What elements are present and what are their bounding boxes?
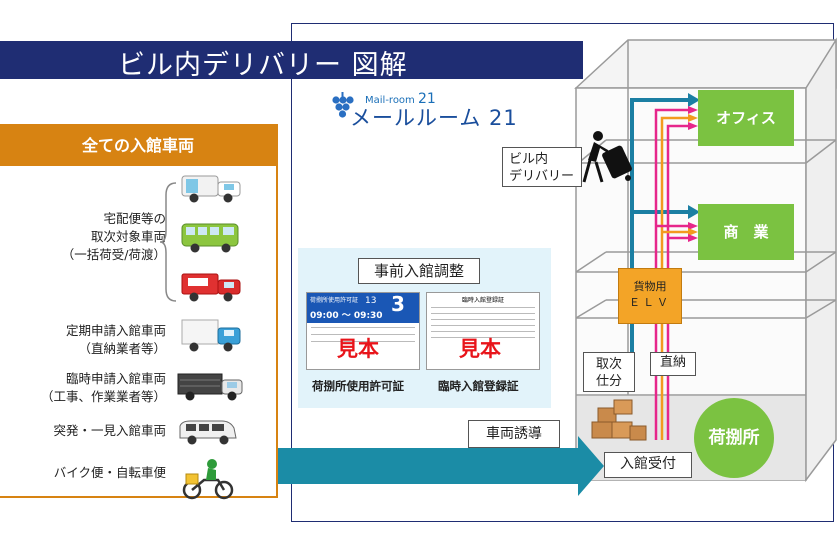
green-van-icon [181,223,239,253]
white-truck-icon [181,175,241,203]
temporary-entry-document: 臨時入館登録証 見本 [426,292,540,370]
vehicles-panel-header: 全ての入館車両 [0,126,276,166]
logo-main-text: メールルーム 21 [350,106,518,130]
vehicle-group-label-delivery: 宅配便等の 取次対象車両 （一括荷受/荷渡） [61,211,166,262]
in-building-delivery-label: ビル内 デリバリー [502,147,582,187]
entry-reception-label: 入館受付 [604,452,692,478]
minivan-icon [179,420,237,445]
vehicle-group-label-regular: 定期申請入館車両 （直納業者等） [65,323,166,356]
logo-small-text: Mail-room 21 [365,91,436,107]
cardboard-boxes-icon [591,399,647,441]
direct-delivery-label: 直納 [650,352,696,376]
freight-elevator: 貨物用 ＥＬＶ [618,268,682,324]
brace-icon [159,182,177,302]
relay-sorting-label: 取次 仕分 [583,352,635,392]
grape-logo-icon [332,92,354,118]
vehicle-guidance-arrow [278,436,604,496]
vehicle-group-label-sudden: 突発・一見入館車両 [53,423,166,438]
sample-stamp-1: 見本 [337,337,379,361]
sample-stamp-2: 見本 [459,337,501,361]
red-truck-icon [181,273,241,302]
motorbike-icon [182,459,234,500]
vehicle-guidance-label: 車両誘導 [468,420,560,448]
office-box: オフィス [698,90,794,146]
vehicle-group-label-temporary: 臨時申請入館車両 （工事、作業業者等） [40,371,166,404]
commerce-box: 商 業 [698,204,794,260]
page-title: ビル内デリバリー 図解 [118,50,408,81]
box-truck-icon [177,373,243,401]
pre-entry-adjustment-panel: 事前入館調整 荷捌所使用許可証 13 3 09:00 〜 09:30 見本 荷捌… [298,248,551,408]
pre-entry-adjustment-heading: 事前入館調整 [358,258,480,284]
delivery-person-icon [582,131,632,183]
unloading-area-circle: 荷捌所 [694,398,774,478]
unloading-permit-document: 荷捌所使用許可証 13 3 09:00 〜 09:30 見本 [306,292,420,370]
blue-cargo-truck-icon [181,319,241,352]
temporary-entry-caption: 臨時入館登録証 [438,379,519,393]
vehicles-panel: 全ての入館車両 宅配便等の 取次対象車両 （一括荷受/荷渡） 定期申請入館車両 … [0,124,278,500]
unloading-permit-caption: 荷捌所使用許可証 [312,379,404,393]
vehicle-group-label-courier: バイク便・自転車便 [53,465,166,480]
